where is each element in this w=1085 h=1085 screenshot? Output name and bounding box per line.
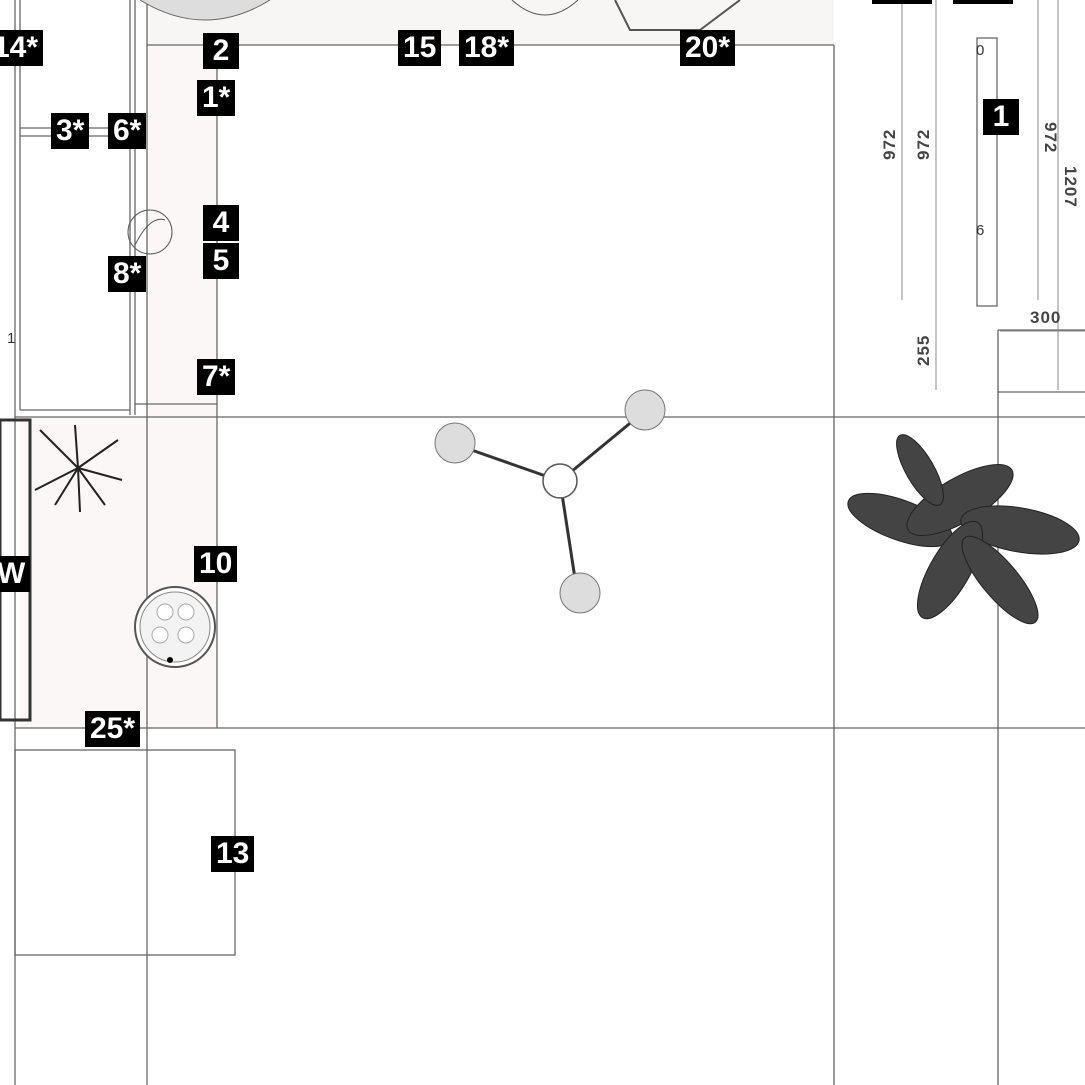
pendant-lamp-icon (434, 389, 666, 614)
dimension-lines (901, 0, 1085, 390)
label-7: 7* (197, 359, 236, 395)
mark-0: 0 (976, 42, 985, 59)
label-2: 2 (203, 33, 239, 69)
dimension-300: 300 (1030, 308, 1062, 327)
label-10: 10 (194, 546, 238, 582)
label-8: 8* (108, 256, 147, 292)
chair (511, 0, 579, 16)
label-25: 25* (85, 711, 141, 747)
mark-6: 6 (976, 222, 985, 239)
dimension-1207: 1207 (1061, 166, 1080, 208)
potted-plant-icon (134, 586, 216, 668)
label-1: 1 (983, 99, 1019, 135)
cabinet-edge (953, 0, 1013, 4)
dimension-972-c: 972 (1041, 122, 1060, 154)
round-table (139, 0, 271, 21)
dimension-972-a: 972 (880, 128, 899, 160)
armchair (614, 0, 741, 31)
label-w: W (0, 556, 31, 592)
cabinet-edge (872, 0, 932, 4)
label-15: 15 (398, 30, 442, 66)
label-3: 3* (51, 113, 90, 149)
label-13: 13 (211, 836, 255, 872)
label-4: 4 (203, 205, 239, 241)
label-1-star: 1* (197, 80, 236, 116)
dimension-255: 255 (914, 334, 933, 366)
mark-1: 1 (7, 330, 16, 347)
label-5: 5 (203, 243, 239, 279)
label-6: 6* (108, 113, 147, 149)
dimension-972-b: 972 (914, 128, 933, 160)
label-20: 20* (680, 30, 736, 66)
sink-icon (127, 209, 173, 255)
label-14: 14* (0, 30, 44, 66)
label-18: 18* (459, 30, 515, 66)
large-plant-icon (847, 434, 1080, 625)
plant-icon (34, 424, 123, 513)
